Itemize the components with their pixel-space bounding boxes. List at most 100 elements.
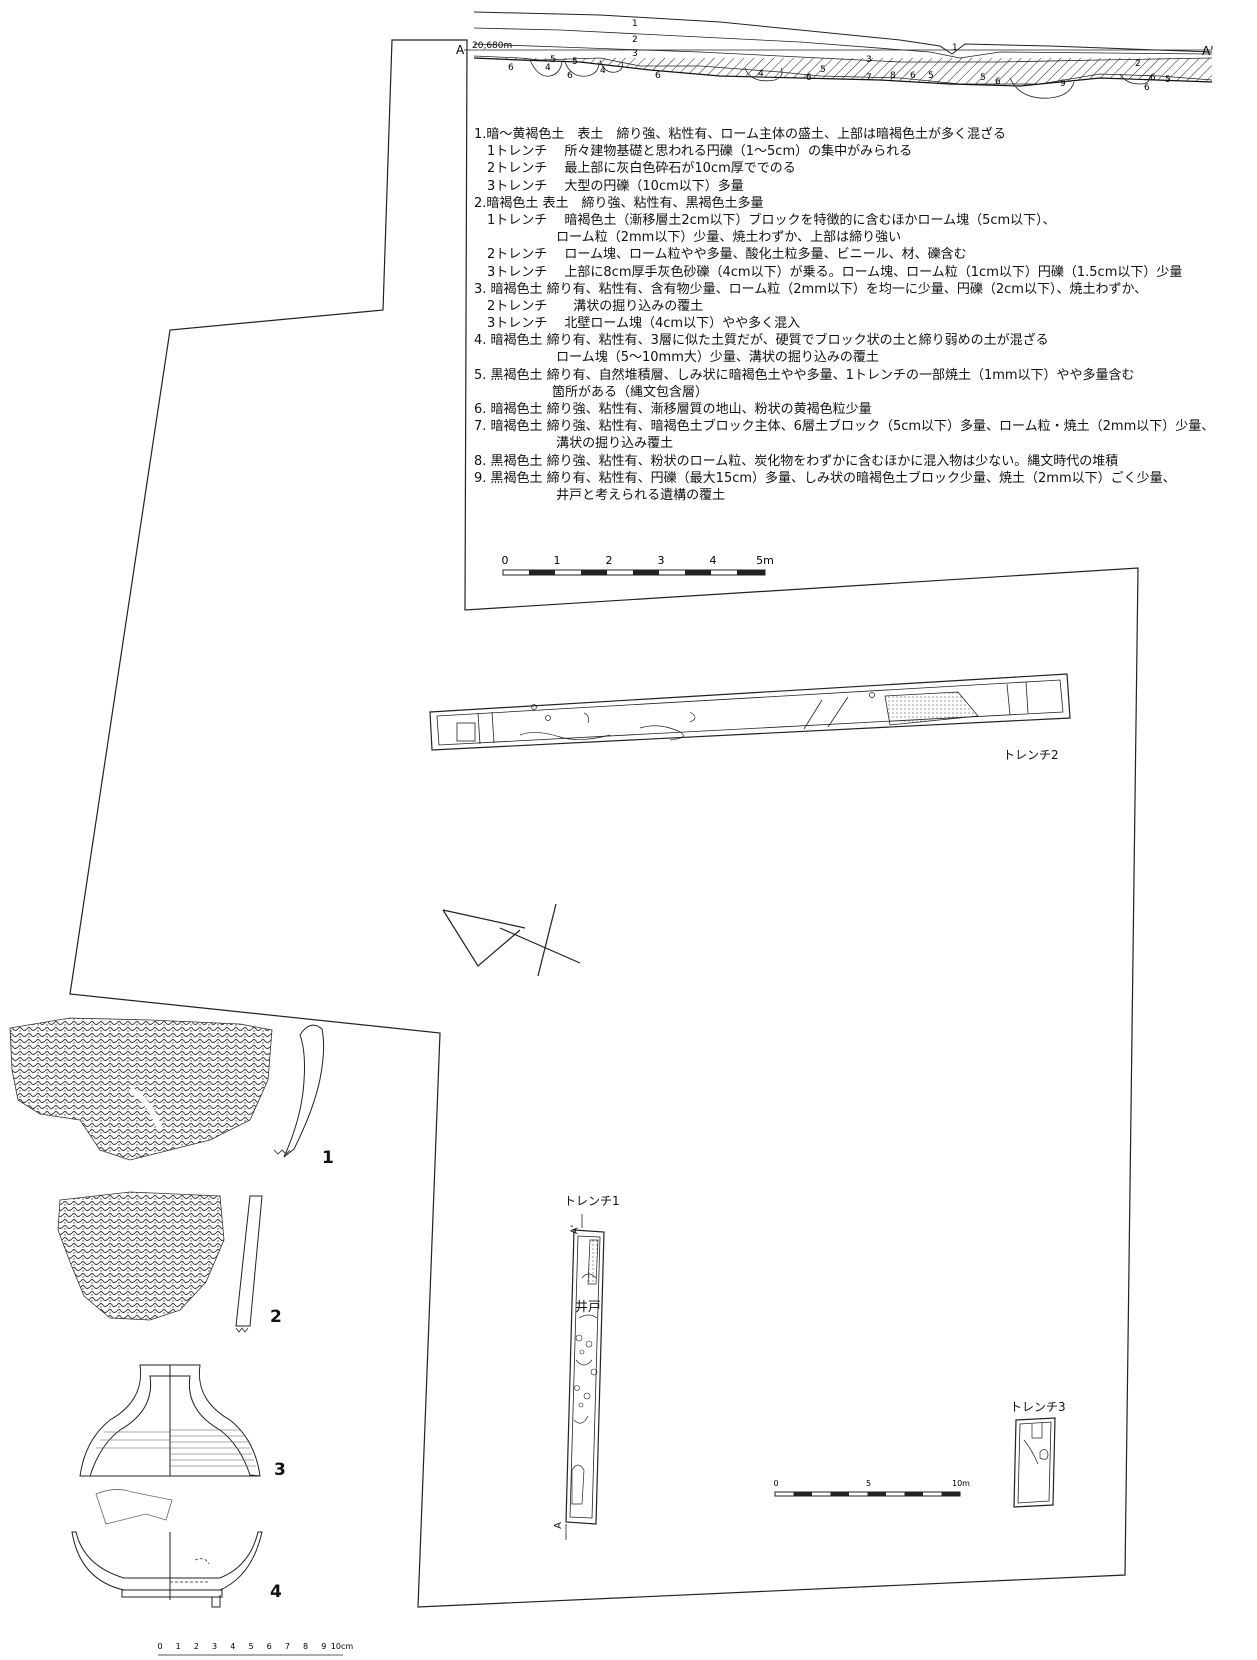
- section-layer-number: 6: [567, 71, 573, 81]
- section-base-line: [473, 57, 1213, 87]
- legend-line: 3トレンチ 大型の円礫（10cm以下）多量: [474, 178, 744, 194]
- north-arrow-icon: [442, 903, 581, 977]
- scale-tick-label: 1: [176, 1642, 181, 1651]
- scale-tick-label: 5: [248, 1642, 253, 1651]
- legend-line: 2.暗褐色土 表土 締り強、粘性有、黒褐色土多量: [474, 195, 764, 211]
- section-layer-number: 3: [866, 55, 872, 65]
- section-layer-boundary: [473, 55, 1213, 85]
- section-layer-number: 6: [508, 63, 514, 73]
- section-layer-number: 6: [655, 71, 661, 81]
- trench-2-label: トレンチ2: [1003, 748, 1059, 762]
- legend-line: 2トレンチ ローム塊、ローム粒やや多量、酸化土粒多量、ビニール、材、礫含む: [474, 247, 967, 263]
- section-end-label: A': [1202, 44, 1214, 58]
- pottery-2-rubbing: [57, 1191, 225, 1321]
- legend-line: 3. 暗褐色土 締り有、粘性有、含有物少量、ローム粒（2mm以下）を均一に少量、…: [474, 281, 1148, 297]
- section-layer-number: 5: [1165, 75, 1171, 85]
- section-start-label: A: [456, 43, 465, 57]
- section-layer-number: 2: [1135, 59, 1141, 69]
- section-layer-boundary: [473, 43, 1213, 63]
- pottery-3-profile: [79, 1364, 261, 1477]
- legend-line: 箇所がある（縄文包含層）: [474, 384, 709, 400]
- scale-tick-label: 9: [321, 1642, 326, 1651]
- trench-1-bottom-label: A: [552, 1522, 564, 1529]
- scale-tick-label: 10cm: [331, 1642, 354, 1651]
- scale-tick-label: 0: [773, 1479, 778, 1488]
- scale-tick-label: 10m: [952, 1479, 970, 1488]
- trench-2-plan: [429, 673, 1071, 751]
- section-pit-outlines: [529, 59, 1151, 99]
- pottery-1-rubbing: [9, 1017, 273, 1161]
- pottery-1-profile: [273, 1024, 325, 1158]
- scale-tick-label: 5m: [756, 554, 774, 567]
- trench-1-plan: [565, 1214, 605, 1540]
- trench-3-label: トレンチ3: [1010, 1400, 1066, 1414]
- section-layer-number: 5: [572, 57, 578, 67]
- pottery-label-4: 4: [270, 1582, 282, 1602]
- legend-line: 4. 暗褐色土 締り有、粘性有、3層に似た土質だが、硬質でブロック状の土と締り弱…: [474, 333, 1049, 349]
- legend-line: 1トレンチ 所々建物基礎と思われる円礫（1～5cm）の集中がみられる: [474, 144, 913, 160]
- layer-legend: 1.暗～黄褐色土 表土 締り強、粘性有、ローム主体の盛土、上部は暗褐色土が多く混…: [474, 126, 1254, 504]
- section-layer-number: 6: [995, 77, 1001, 87]
- pottery-label-1: 1: [322, 1148, 334, 1168]
- pottery-2-profile: [235, 1195, 263, 1333]
- legend-line: 溝状の掘り込み覆土: [474, 436, 674, 452]
- section-layer-number: 5: [820, 65, 826, 75]
- scale-tick-label: 1: [554, 554, 561, 567]
- scale-tick-label: 4: [230, 1642, 235, 1651]
- legend-line: ローム塊（5～10mm大）少量、溝状の掘り込みの覆土: [474, 350, 879, 366]
- section-layer-number: 9: [1060, 79, 1066, 89]
- section-layer-number: 8: [890, 71, 896, 81]
- trench-1-top-label: A': [569, 1224, 581, 1235]
- section-layer-number: 5: [550, 55, 556, 65]
- section-layer-number: 6: [910, 71, 916, 81]
- section-layer-number: 4: [600, 66, 606, 76]
- legend-line: 9. 黒褐色土 締り有、粘性有、円礫（最大15cm）多量、しみ状の暗褐色土ブロッ…: [474, 470, 1176, 486]
- scale-tick-label: 3: [658, 554, 665, 567]
- scale-tick-label: 2: [194, 1642, 199, 1651]
- scale-tick-label: 2: [606, 554, 613, 567]
- pottery-label-2: 2: [270, 1307, 282, 1327]
- section-layer-number: 4: [758, 69, 764, 79]
- scale-tick-label: 0: [157, 1642, 162, 1651]
- well-label: 井戸: [575, 1300, 602, 1315]
- section-scale-ticks: 0 1 2 3 4 5m: [502, 554, 774, 567]
- legend-line: 1.暗～黄褐色土 表土 締り強、粘性有、ローム主体の盛土、上部は暗褐色土が多く混…: [474, 127, 1007, 142]
- pottery-label-3: 3: [274, 1460, 286, 1480]
- legend-line: 6. 暗褐色土 締り強、粘性有、漸移層質の地山、粉状の黄褐色粒少量: [474, 402, 872, 417]
- plan-scale-bar: [774, 1491, 961, 1497]
- legend-line: 7. 暗褐色土 締り強、粘性有、暗褐色土ブロック主体、6層土ブロック（5cm以下…: [474, 419, 1215, 435]
- section-layer-number: 6: [1150, 73, 1156, 83]
- section-layer-number: 6: [806, 73, 812, 83]
- section-layer-number: 1: [632, 19, 638, 29]
- section-elevation-label: 20,680m: [472, 41, 512, 51]
- legend-line: 2トレンチ 最上部に灰白色砕石が10cm厚ででのる: [474, 161, 796, 177]
- section-scale-bar: [502, 569, 766, 576]
- legend-line: ローム粒（2mm以下）少量、焼土わずか、上部は締り強い: [474, 230, 902, 246]
- scale-tick-label: 6: [267, 1642, 272, 1651]
- legend-line: 2トレンチ 溝状の掘り込みの覆土: [474, 298, 704, 314]
- legend-line: 3トレンチ 上部に8cm厚手灰色砂礫（4cm以下）が乗る。ローム塊、ローム粒（1…: [474, 264, 1183, 280]
- scale-tick-label: 5: [866, 1479, 871, 1488]
- legend-line: 3トレンチ 北壁ローム塊（4cm以下）やや多く混入: [474, 316, 801, 332]
- trench-3-plan: [1013, 1417, 1056, 1508]
- legend-line: 8. 黒褐色土 締り強、粘性有、粉状のローム粒、炭化物をわずかに含むほかに混入物…: [474, 453, 1119, 469]
- section-layer-number: 3: [632, 49, 638, 59]
- survey-area-outline: [69, 39, 1139, 1608]
- section-layer-number: 6: [1144, 83, 1150, 93]
- scale-tick-label: 4: [710, 554, 717, 567]
- section-layer-number: 2: [632, 35, 638, 45]
- scale-tick-label: 7: [285, 1642, 290, 1651]
- section-layer-number: 1: [952, 43, 958, 53]
- scale-tick-label: 0: [502, 554, 509, 567]
- section-ground-surface: [473, 11, 1213, 55]
- section-layer-boundary: [473, 27, 1213, 59]
- scale-tick-label: 3: [212, 1642, 217, 1651]
- legend-line: 井戸と考えられる遺構の覆土: [474, 487, 726, 503]
- legend-line: 1トレンチ 暗褐色土（漸移層土2cm以下）ブロックを特徴的に含むほかローム塊（5…: [474, 212, 1056, 228]
- legend-line: 5. 黒褐色土 締り有、自然堆積層、しみ状に暗褐色土やや多量、1トレンチの一部焼…: [474, 367, 1135, 383]
- section-layer-number: 5: [928, 71, 934, 81]
